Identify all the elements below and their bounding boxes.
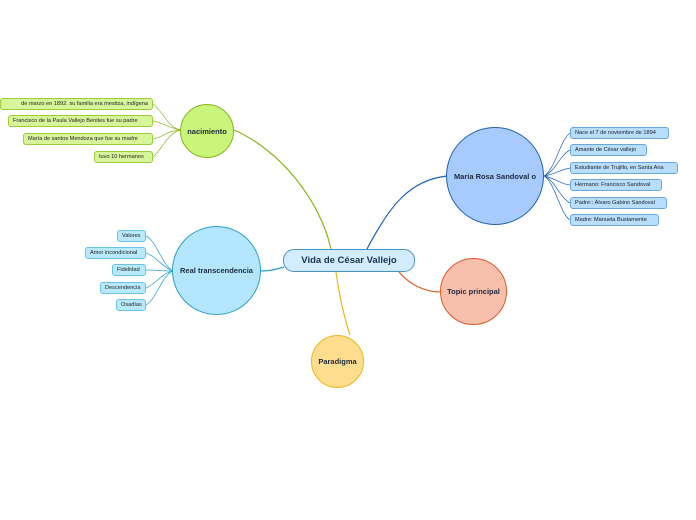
- real-leaf-connectors: [145, 235, 174, 306]
- maria-item[interactable]: Hermano: Francisco Sandoval: [570, 179, 662, 191]
- branch-real-transcendencia-label: Real transcendencia: [180, 266, 253, 275]
- maria-leaf-connectors: [543, 132, 571, 221]
- branch-maria-rosa-label: María Rosa Sandoval o: [453, 171, 537, 181]
- branch-nacimiento-label: nacimiento: [187, 126, 227, 136]
- real-item[interactable]: Descendencia: [100, 282, 146, 294]
- real-item[interactable]: Fidelidad: [112, 264, 146, 276]
- connector-real: [260, 266, 285, 272]
- branch-topic-principal-label: Topic principal: [447, 287, 500, 296]
- branch-topic-principal[interactable]: Topic principal: [440, 258, 507, 325]
- nacimiento-leaf-connectors: [152, 103, 182, 158]
- maria-item[interactable]: Amante de César vallejo: [570, 144, 647, 156]
- branch-maria-rosa[interactable]: María Rosa Sandoval o: [446, 127, 544, 225]
- central-topic-label: Vida de César Vallejo: [301, 255, 397, 266]
- nacimiento-item[interactable]: María de santos Mendoza que fue su madre: [23, 133, 153, 145]
- real-item[interactable]: Valores: [117, 230, 146, 242]
- maria-item[interactable]: Estudiante de Trujillo, en Santa Ana: [570, 162, 678, 174]
- real-item[interactable]: Osadías: [116, 299, 146, 311]
- maria-item[interactable]: Madre: Manuela Bustamente: [570, 214, 659, 226]
- nacimiento-item[interactable]: de marzo en 1892. su familia era mestiza…: [0, 98, 153, 110]
- real-item[interactable]: Amor incondicional: [85, 247, 146, 259]
- connector-nacimiento: [233, 129, 332, 250]
- central-topic[interactable]: Vida de César Vallejo: [283, 249, 415, 272]
- maria-item[interactable]: Nace el 7 de noviembre de 1894: [570, 127, 669, 139]
- nacimiento-item[interactable]: tuvo 10 hermanos: [94, 151, 153, 163]
- connector-maria: [366, 175, 448, 250]
- maria-item[interactable]: Padre:: Álvaro Gabino Sandoval: [570, 197, 667, 209]
- nacimiento-item[interactable]: Francisco de la Paula Vallejo Benites fu…: [8, 115, 153, 127]
- branch-paradigma[interactable]: Paradigma: [311, 335, 364, 388]
- branch-real-transcendencia[interactable]: Real transcendencia: [172, 226, 261, 315]
- branch-paradigma-label: Paradigma: [318, 357, 357, 366]
- connector-paradigma: [335, 271, 351, 336]
- branch-nacimiento[interactable]: nacimiento: [180, 104, 234, 158]
- connector-topic: [398, 271, 442, 293]
